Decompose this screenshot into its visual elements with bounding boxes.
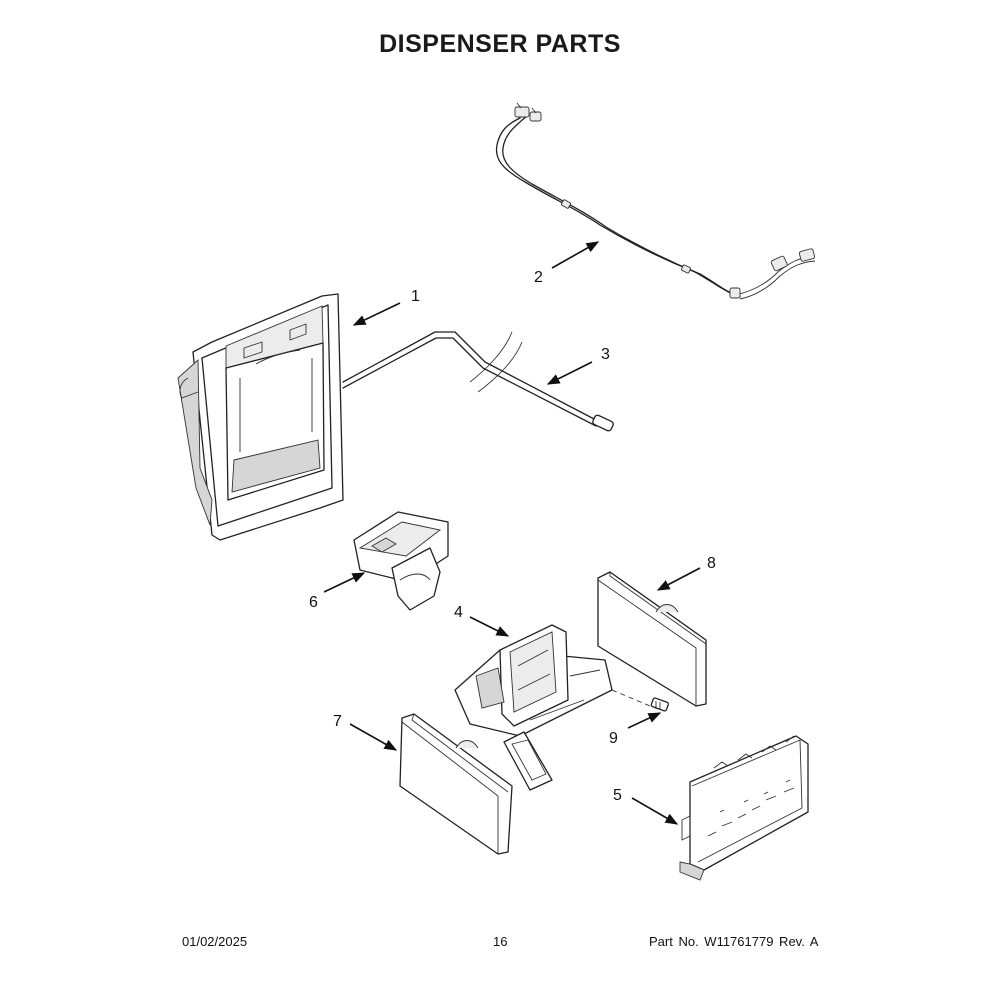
part-6-ice-chute: [353, 511, 449, 611]
callout-3: 3: [601, 346, 610, 363]
part-8-right-panel: [597, 571, 707, 707]
callout-1: 1: [411, 288, 420, 305]
part-5-control-panel: [679, 735, 809, 881]
arrow-part-8: [656, 567, 701, 591]
arrow-part-3: [546, 361, 593, 385]
part-4-dispenser-module: [454, 624, 651, 791]
arrow-part-7: [349, 723, 398, 751]
arrow-part-4: [469, 616, 510, 637]
arrow-part-1: [352, 302, 401, 326]
part-3-water-tube: [342, 331, 614, 432]
footer-page-number: 16: [493, 934, 508, 949]
part-9-screw: [650, 697, 669, 712]
part-1-dispenser-housing: [177, 293, 344, 541]
callout-labels: 1 2 3 4 5 6 7 8 9: [309, 269, 716, 804]
arrow-part-2: [551, 241, 600, 269]
callout-arrows: [323, 241, 701, 825]
callout-4: 4: [454, 604, 463, 621]
callout-2: 2: [534, 269, 543, 286]
footer-date: 01/02/2025: [182, 934, 248, 949]
footer-part-number: Part No. W11761779 Rev. A: [649, 934, 819, 949]
callout-8: 8: [707, 555, 716, 572]
callout-5: 5: [613, 787, 622, 804]
arrow-part-6: [323, 572, 366, 593]
callout-6: 6: [309, 594, 318, 611]
page-title: DISPENSER PARTS: [379, 30, 621, 58]
arrow-part-9: [627, 712, 662, 729]
arrow-part-5: [631, 797, 679, 825]
callout-9: 9: [609, 730, 618, 747]
part-2-wire-harness: [495, 102, 816, 300]
part-7-left-panel: [399, 713, 513, 855]
callout-7: 7: [333, 713, 342, 730]
